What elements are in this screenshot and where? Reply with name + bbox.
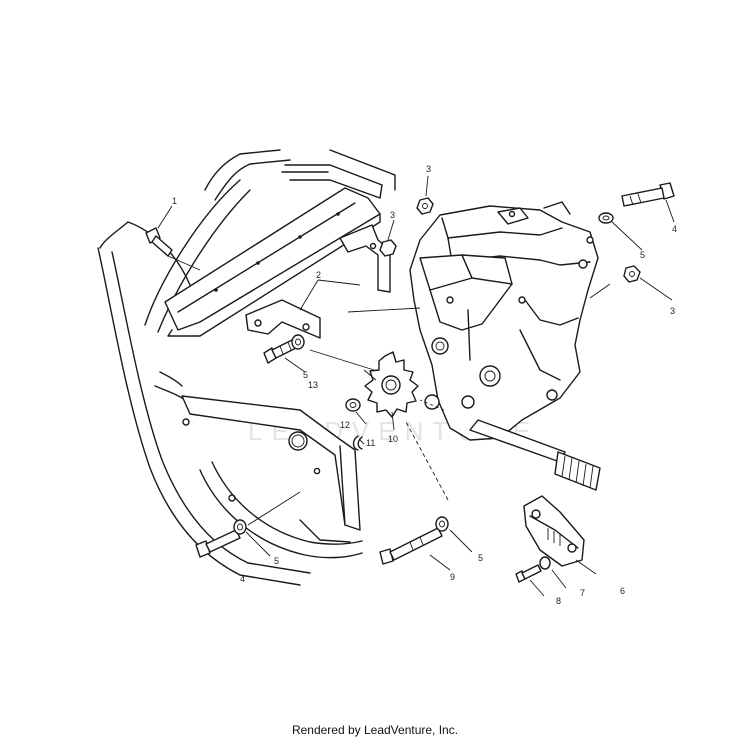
callout-9: 9 — [450, 572, 455, 582]
callout-8: 8 — [556, 596, 561, 606]
mounting-brackets — [245, 224, 391, 339]
frame — [97, 149, 396, 586]
callout-4-left: 4 — [240, 574, 245, 584]
callout-2: 2 — [316, 270, 321, 280]
callout-7: 7 — [580, 588, 585, 598]
callout-3-right: 3 — [670, 306, 675, 316]
output-shaft — [469, 419, 601, 491]
transmission-housing — [409, 201, 599, 441]
callout-13: 13 — [308, 380, 318, 390]
callout-5-right: 5 — [640, 250, 645, 260]
leader-lines — [157, 175, 675, 597]
callout-1: 1 — [172, 196, 177, 206]
sprocket — [364, 351, 419, 418]
callouts: 1 2 3 3 3 4 4 5 5 5 5 6 7 8 9 10 11 12 1… — [172, 164, 677, 606]
callout-11: 11 — [366, 438, 375, 448]
fasteners — [145, 182, 675, 583]
callout-5-lower: 5 — [478, 553, 483, 563]
callout-5-lower-left: 5 — [274, 556, 279, 566]
callout-3-top: 3 — [426, 164, 431, 174]
callout-4-right: 4 — [672, 224, 677, 234]
callout-5-left: 5 — [303, 370, 308, 380]
footer-credit: Rendered by LeadVenture, Inc. — [291, 723, 459, 737]
callout-12: 12 — [340, 420, 350, 430]
callout-6: 6 — [620, 586, 625, 596]
callout-3-bracket: 3 — [390, 210, 395, 220]
callout-10: 10 — [388, 434, 398, 444]
